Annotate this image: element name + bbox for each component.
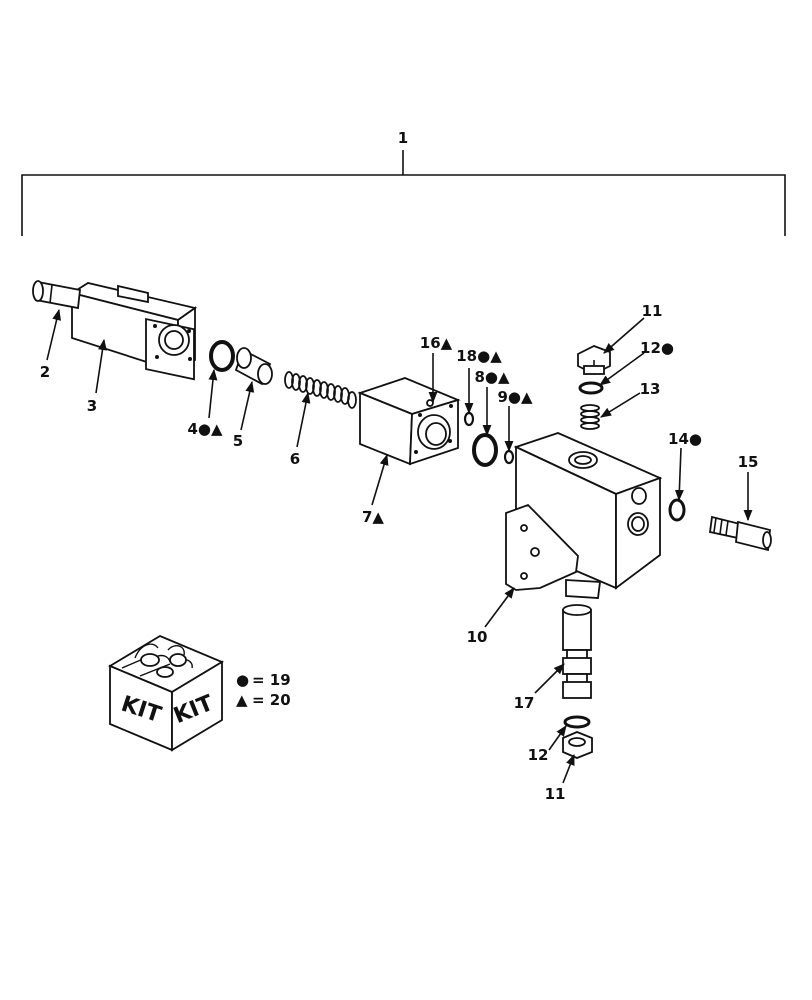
callout-11-bottom: 11 [545, 785, 566, 803]
callout-1: 1 [398, 129, 408, 147]
assembly-bracket [21, 150, 786, 236]
callout-12-top: 12● [640, 339, 674, 357]
legend-text-19: = 19 [252, 671, 291, 689]
callout-13: 13 [640, 380, 661, 398]
part-12-bottom-washer [563, 715, 591, 729]
callout-10: 10 [467, 628, 488, 646]
part-11-top-plug [577, 345, 611, 376]
callout-labels: 1 2 3 4●▲ 5 6 7▲ 16▲ 18●▲ 8●▲ 9●▲ 11 12●… [40, 129, 759, 803]
callout-16: 16▲ [420, 334, 453, 352]
kit-legend: ● = 19 ▲ = 20 [236, 671, 291, 709]
callout-15: 15 [738, 453, 759, 471]
kit-box-icon: KIT KIT [108, 634, 224, 752]
part-14-o-ring [668, 498, 686, 522]
part-2-spool [32, 280, 81, 310]
callout-4: 4●▲ [187, 420, 223, 438]
legend-symbol-triangle: ▲ [236, 691, 248, 709]
callout-8: 8●▲ [474, 368, 510, 386]
leader-lines [46, 308, 753, 784]
part-11-bottom-plug [562, 731, 593, 759]
callout-6: 6 [290, 450, 300, 468]
part-3-housing [69, 282, 198, 381]
part-9-o-ring [503, 449, 515, 465]
part-8-o-ring [472, 433, 498, 467]
part-18-o-ring [463, 411, 475, 427]
part-5-sleeve [234, 347, 273, 386]
legend-text-20: = 20 [252, 691, 291, 709]
callout-12-bottom: 12 [528, 746, 549, 764]
callout-14: 14● [668, 430, 702, 448]
callout-5: 5 [233, 432, 243, 450]
callout-3: 3 [87, 397, 97, 415]
callout-17: 17 [514, 694, 535, 712]
part-10-valve-body [505, 432, 663, 599]
part-12-top-washer [578, 381, 604, 395]
callout-9: 9●▲ [497, 388, 533, 406]
part-17-spool [562, 604, 592, 699]
part-15-fitting [708, 515, 772, 552]
legend-symbol-circle: ● [236, 671, 249, 689]
callout-18: 18●▲ [456, 347, 502, 365]
part-7-cap-block [357, 377, 461, 466]
callout-2: 2 [40, 363, 50, 381]
part-6-spring [284, 371, 357, 409]
part-13-spring [580, 404, 600, 430]
callout-7: 7▲ [362, 508, 384, 526]
callout-11-top: 11 [642, 302, 663, 320]
part-4-o-ring [209, 340, 235, 372]
